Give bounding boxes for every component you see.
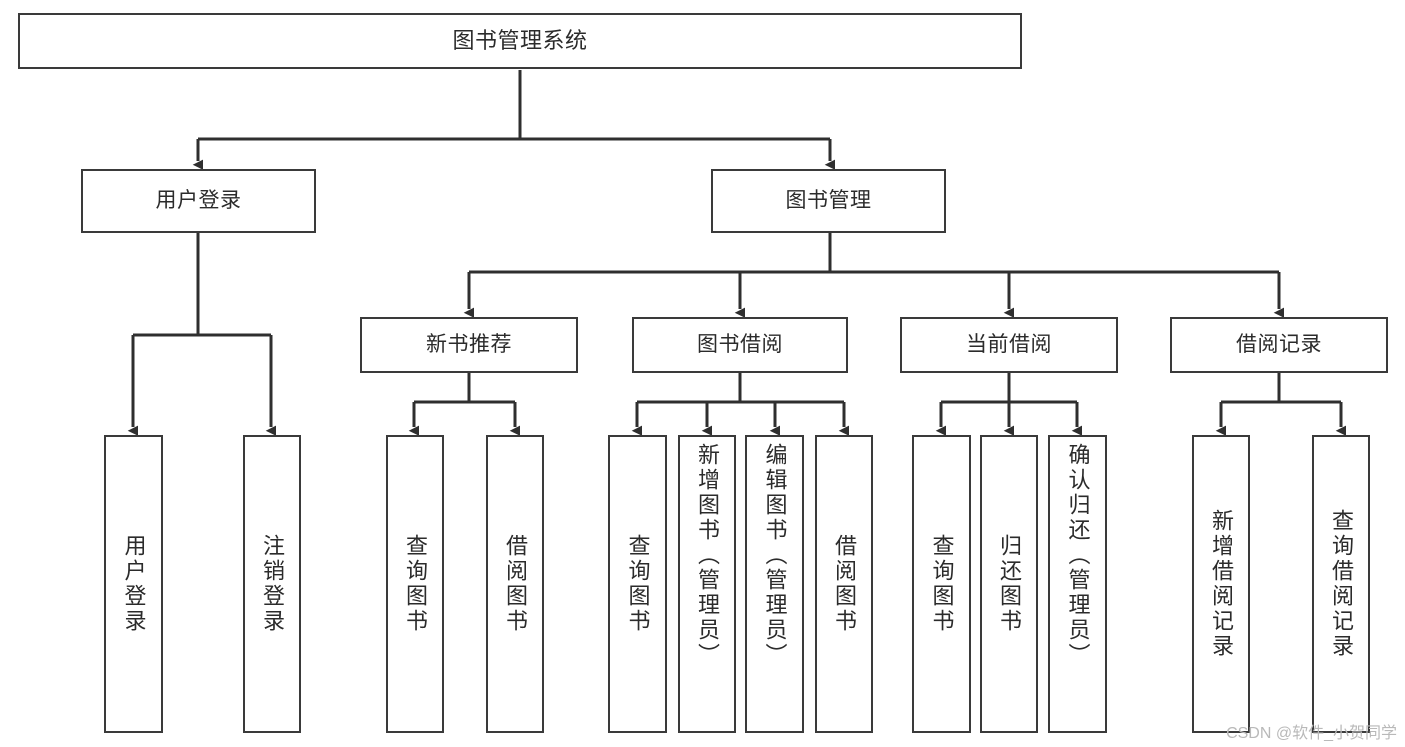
node-book-management[interactable]: 图书管理 [711, 169, 946, 233]
node-label: 查询图书 [625, 534, 651, 634]
leaf-book-borrow-edit-admin[interactable]: 编辑图书（管理员） [745, 435, 804, 733]
node-label: 新增借阅记录 [1209, 509, 1234, 659]
node-label: 编辑图书（管理员） [762, 443, 788, 668]
node-current-borrow[interactable]: 当前借阅 [900, 317, 1118, 373]
node-user-login[interactable]: 用户登录 [81, 169, 316, 233]
node-root-system[interactable]: 图书管理系统 [18, 13, 1022, 69]
leaf-book-borrow-borrow[interactable]: 借阅图书 [815, 435, 873, 733]
leaf-user-login-signin[interactable]: 用户登录 [104, 435, 163, 733]
leaf-current-borrow-confirm-admin[interactable]: 确认归还（管理员） [1048, 435, 1107, 733]
leaf-user-login-signout[interactable]: 注销登录 [243, 435, 301, 733]
node-label: 归还图书 [997, 534, 1022, 634]
leaf-book-borrow-query[interactable]: 查询图书 [608, 435, 667, 733]
node-book-borrow[interactable]: 图书借阅 [632, 317, 848, 373]
leaf-current-borrow-query[interactable]: 查询图书 [912, 435, 971, 733]
leaf-current-borrow-return[interactable]: 归还图书 [980, 435, 1038, 733]
node-label: 图书管理系统 [452, 27, 588, 53]
leaf-new-book-borrow[interactable]: 借阅图书 [486, 435, 544, 733]
node-label: 查询图书 [929, 534, 955, 634]
node-borrow-record[interactable]: 借阅记录 [1170, 317, 1388, 373]
node-label: 图书管理 [785, 189, 872, 213]
leaf-book-borrow-add-admin[interactable]: 新增图书（管理员） [678, 435, 736, 733]
node-label: 确认归还（管理员） [1065, 443, 1091, 668]
leaf-borrow-record-query[interactable]: 查询借阅记录 [1312, 435, 1370, 733]
node-label: 新增图书（管理员） [695, 443, 720, 668]
node-label: 借阅图书 [832, 534, 857, 634]
node-label: 注销登录 [260, 534, 285, 634]
node-label: 查询借阅记录 [1329, 509, 1354, 659]
node-label: 新书推荐 [426, 333, 512, 357]
node-label: 当前借阅 [966, 333, 1052, 357]
node-label: 用户登录 [121, 534, 147, 634]
node-new-book-recommend[interactable]: 新书推荐 [360, 317, 578, 373]
leaf-borrow-record-add[interactable]: 新增借阅记录 [1192, 435, 1250, 733]
node-label: 查询图书 [403, 534, 428, 634]
node-label: 用户登录 [155, 189, 242, 213]
node-label: 图书借阅 [697, 333, 783, 357]
leaf-new-book-query[interactable]: 查询图书 [386, 435, 444, 733]
node-label: 借阅记录 [1236, 333, 1322, 357]
node-label: 借阅图书 [503, 534, 528, 634]
